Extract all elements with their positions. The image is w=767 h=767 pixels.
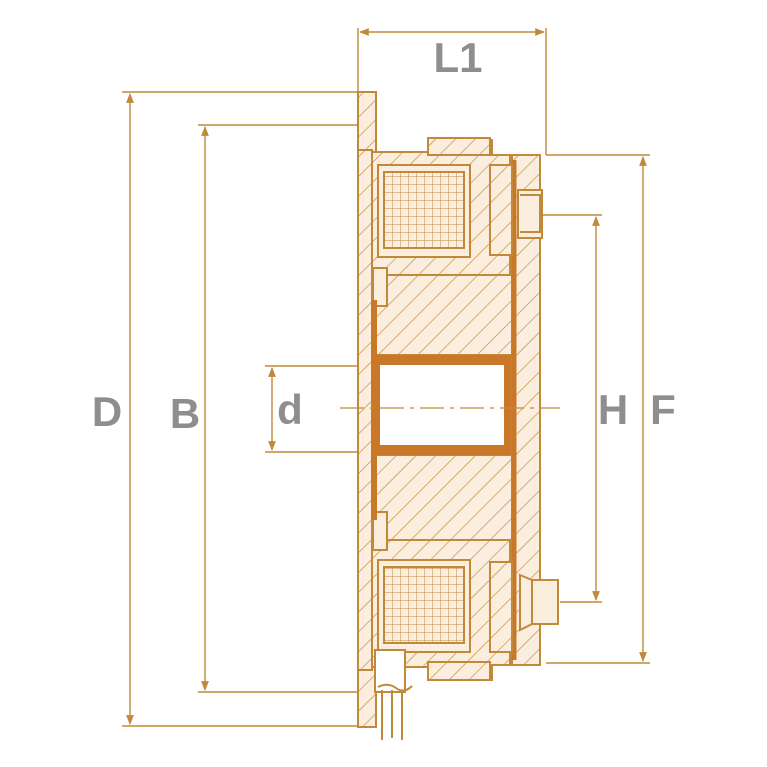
clutch-body [357,91,559,740]
lower-spring-block [489,561,513,653]
upper-bolt-head [517,189,543,239]
bore-wall-top [372,355,512,365]
label-f: F [650,386,676,433]
lower-bolt-head [531,579,559,625]
lower-bolt-flange [519,573,533,632]
upper-coil-winding [383,171,465,249]
label-b: B [170,390,200,437]
label-h: H [598,386,628,433]
upper-key [372,267,388,307]
mounting-flange-bottom [357,664,377,728]
label-bore-d: d [277,386,303,433]
label-l1: L1 [433,34,482,81]
lower-housing-lip [427,661,491,681]
lead-wire-break [377,683,413,692]
upper-bolt-screw [520,194,541,233]
hub-upper [371,274,513,356]
lower-key [372,511,388,551]
upper-spring-block [489,164,513,256]
label-d-outer: D [92,388,122,435]
mounting-flange-top [357,91,377,153]
lower-coil-winding [383,566,465,644]
flange-plate [357,149,373,671]
bore-bushing-outline [371,354,513,456]
hub-lower [371,454,513,541]
dimension-labels: L1 D B d H F [92,34,676,437]
upper-housing-lip [427,137,491,156]
bore-wall-right [504,355,512,455]
bore-wall-bottom [372,445,512,455]
dimension-lines [122,28,650,727]
